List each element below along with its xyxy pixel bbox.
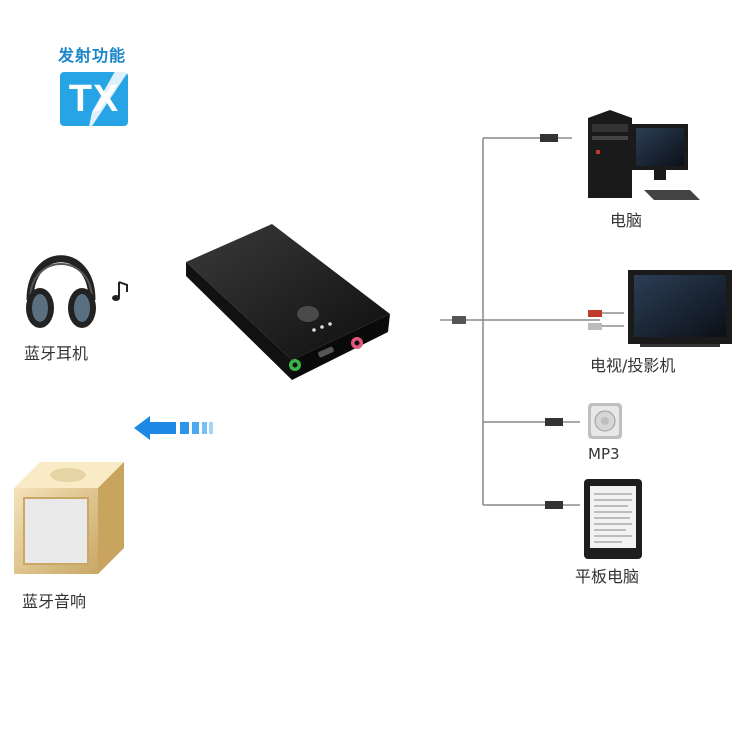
music-note-icon	[112, 281, 128, 301]
desktop-computer-icon	[588, 110, 700, 200]
audio-plug-tablet	[545, 501, 580, 509]
tv-icon	[628, 270, 732, 347]
label-bluetooth-speaker: 蓝牙音响	[22, 592, 87, 611]
label-mp3: MP3	[588, 445, 620, 463]
audio-plug-main	[440, 316, 466, 324]
label-bluetooth-headphones: 蓝牙耳机	[24, 344, 89, 363]
rca-plugs-tv	[588, 310, 624, 330]
ebook-reader-icon	[584, 479, 642, 559]
label-computer: 电脑	[610, 211, 643, 230]
headphones-icon	[26, 255, 96, 328]
audio-plug-mp3	[545, 418, 580, 426]
speaker-icon	[14, 462, 124, 574]
transmit-arrow-icon	[134, 416, 213, 440]
mp3-player-icon	[588, 403, 622, 439]
tx-caption: 发射功能	[58, 46, 127, 65]
bluetooth-transmitter-device	[186, 224, 390, 380]
audio-plug-computer	[540, 134, 572, 142]
label-tv-projector: 电视/投影机	[590, 356, 676, 375]
connection-wires	[466, 137, 600, 506]
label-tablet: 平板电脑	[575, 567, 640, 586]
